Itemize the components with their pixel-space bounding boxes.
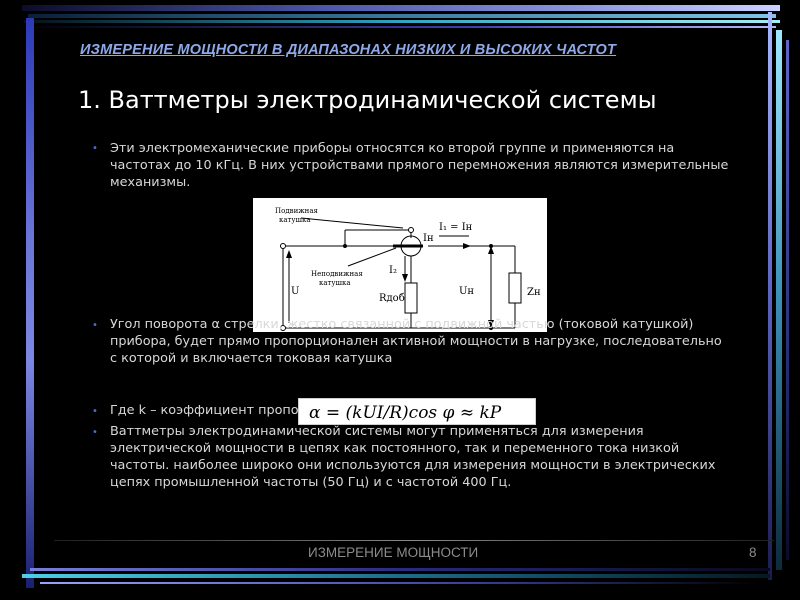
frame-bar-left xyxy=(26,18,34,588)
paragraph-rotation-angle: Угол поворота α стрелки, жестко связанно… xyxy=(110,317,722,366)
frame-bar-top xyxy=(22,5,780,11)
label-zn: Zн xyxy=(527,287,541,298)
formula-text: α = (kUI/R)cos φ ≈ kP xyxy=(309,403,502,423)
bullet-marker: • xyxy=(92,406,98,417)
label-rdob: Rдоб xyxy=(379,293,405,304)
circuit-svg: Подвижная катушка Неподвижная катушка I₁… xyxy=(275,207,541,331)
label-un: Uн xyxy=(459,286,474,297)
label-fixed-coil: катушка xyxy=(319,279,351,287)
frame-bar-right xyxy=(776,30,782,570)
section-header: ИЗМЕРЕНИЕ МОЩНОСТИ В ДИАПАЗОНАХ НИЗКИХ И… xyxy=(80,42,617,58)
page-number: 8 xyxy=(749,545,757,560)
label-i2: I₂ xyxy=(389,265,397,276)
frame-bar-top xyxy=(28,14,776,18)
bullet-marker: • xyxy=(92,320,98,331)
frame-bar-bottom xyxy=(22,574,770,578)
frame-bar-bottom xyxy=(40,582,760,584)
slide-title: 1. Ваттметры электродинамической системы xyxy=(78,86,657,114)
frame-bar-top xyxy=(14,26,776,28)
resistor-rdob xyxy=(404,282,418,314)
label-i-n: Iн xyxy=(423,233,434,244)
label-moving-coil: катушка xyxy=(279,216,311,224)
bullet-marker: • xyxy=(92,427,98,438)
label-i1-eq: I₁ = Iн xyxy=(439,222,473,233)
frame-bar-bottom xyxy=(30,568,770,571)
paragraph-applications: Ваттметры электродинамической системы мо… xyxy=(110,424,716,490)
load-zn xyxy=(508,272,522,304)
bullet-marker: • xyxy=(92,143,98,154)
footer-divider xyxy=(54,540,774,541)
footer-label: ИЗМЕРЕНИЕ МОЩНОСТИ xyxy=(308,545,479,560)
label-u: U xyxy=(291,286,299,297)
frame-bar-right xyxy=(786,40,789,560)
power-formula: α = (kUI/R)cos φ ≈ kP xyxy=(298,398,536,425)
paragraph-intro: Эти электромеханические приборы относятс… xyxy=(110,141,729,190)
label-moving-coil: Подвижная xyxy=(275,207,319,215)
label-fixed-coil: Неподвижная xyxy=(311,270,363,278)
wattmeter-circuit-diagram: Подвижная катушка Неподвижная катушка I₁… xyxy=(253,198,547,332)
frame-bar-right xyxy=(768,12,772,580)
frame-bar-top xyxy=(24,20,780,23)
